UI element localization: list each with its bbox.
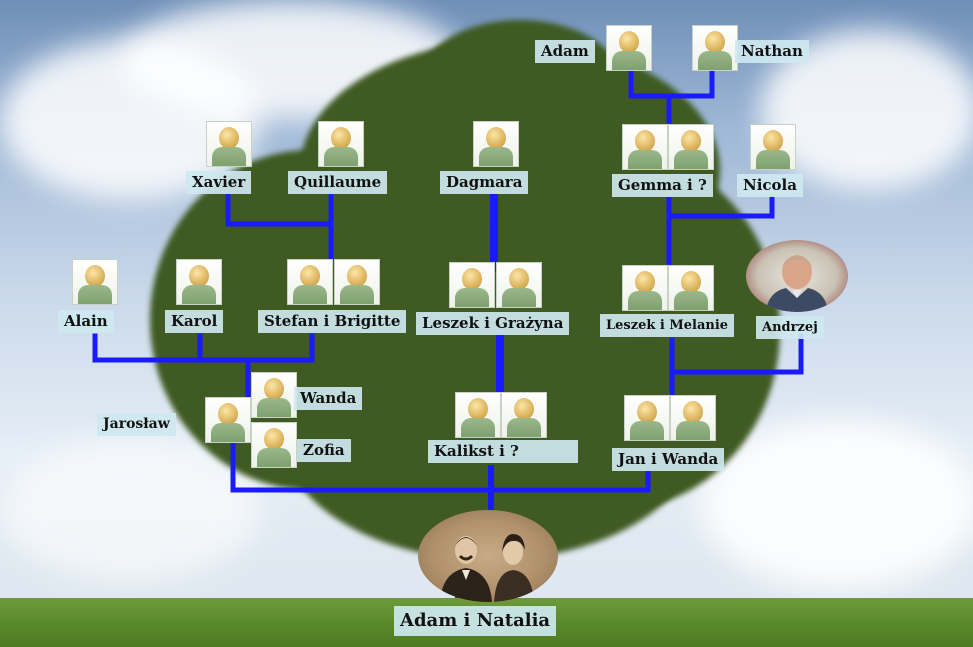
portrait-icon xyxy=(440,534,534,602)
person-placeholder-icon xyxy=(318,121,364,167)
person-placeholder-icon xyxy=(473,121,519,167)
person-label-nicola[interactable]: Nicola xyxy=(737,174,803,197)
person-placeholder-icon xyxy=(622,124,668,170)
person-label-xavier[interactable]: Xavier xyxy=(186,171,252,194)
person-label-leszek-grazyna[interactable]: Leszek i Grażyna xyxy=(416,312,570,335)
person-placeholder-icon xyxy=(606,25,652,71)
person-placeholder-icon xyxy=(176,259,222,305)
person-label-andrzej[interactable]: Andrzej xyxy=(756,316,824,339)
person-label-quillaume[interactable]: Quillaume xyxy=(288,171,388,194)
person-label-zofia[interactable]: Zofia xyxy=(297,439,351,462)
person-label-adam-natalia[interactable]: Adam i Natalia xyxy=(394,606,557,636)
person-placeholder-icon xyxy=(206,121,252,167)
person-label-dagmara[interactable]: Dagmara xyxy=(440,171,529,194)
connector-alain-karol-stefan xyxy=(92,333,315,363)
person-placeholder-icon xyxy=(72,259,118,305)
person-label-kalikst[interactable]: Kalikst i ? xyxy=(428,440,578,463)
person-label-wanda[interactable]: Wanda xyxy=(294,387,363,410)
person-placeholder-icon xyxy=(670,395,716,441)
person-placeholder-icon xyxy=(501,392,547,438)
person-label-leszek-melanie[interactable]: Leszek i Melanie xyxy=(600,314,735,337)
person-label-stefan-brigitte[interactable]: Stefan i Brigitte xyxy=(258,310,407,333)
person-placeholder-icon xyxy=(692,25,738,71)
andrzej-photo[interactable] xyxy=(746,240,848,312)
person-label-gemma[interactable]: Gemma i ? xyxy=(612,174,713,197)
portrait-icon xyxy=(766,255,828,312)
person-placeholder-icon xyxy=(449,262,495,308)
person-label-jan-wanda[interactable]: Jan i Wanda xyxy=(612,448,725,471)
person-label-nathan[interactable]: Nathan xyxy=(735,40,809,63)
connector-adam-nathan xyxy=(628,69,715,99)
person-label-adam[interactable]: Adam xyxy=(535,40,595,63)
connector-gemma-nicola xyxy=(666,195,775,219)
person-placeholder-icon xyxy=(287,259,333,305)
adam-natalia-photo[interactable] xyxy=(418,510,558,602)
person-label-alain[interactable]: Alain xyxy=(58,310,114,333)
person-placeholder-icon xyxy=(622,265,668,311)
person-placeholder-icon xyxy=(455,392,501,438)
person-placeholder-icon xyxy=(334,259,380,305)
person-placeholder-icon xyxy=(668,265,714,311)
person-label-karol[interactable]: Karol xyxy=(165,310,224,333)
person-label-jaroslaw[interactable]: Jarosław xyxy=(97,413,176,436)
connector-melanie-andrzej xyxy=(669,333,804,375)
connector-xavier-quillaume xyxy=(225,193,334,227)
person-placeholder-icon xyxy=(205,397,251,443)
connector-bottom xyxy=(230,441,651,493)
person-placeholder-icon xyxy=(668,124,714,170)
person-placeholder-icon xyxy=(251,372,297,418)
person-placeholder-icon xyxy=(251,422,297,468)
person-placeholder-icon xyxy=(624,395,670,441)
person-placeholder-icon xyxy=(750,124,796,170)
person-placeholder-icon xyxy=(496,262,542,308)
